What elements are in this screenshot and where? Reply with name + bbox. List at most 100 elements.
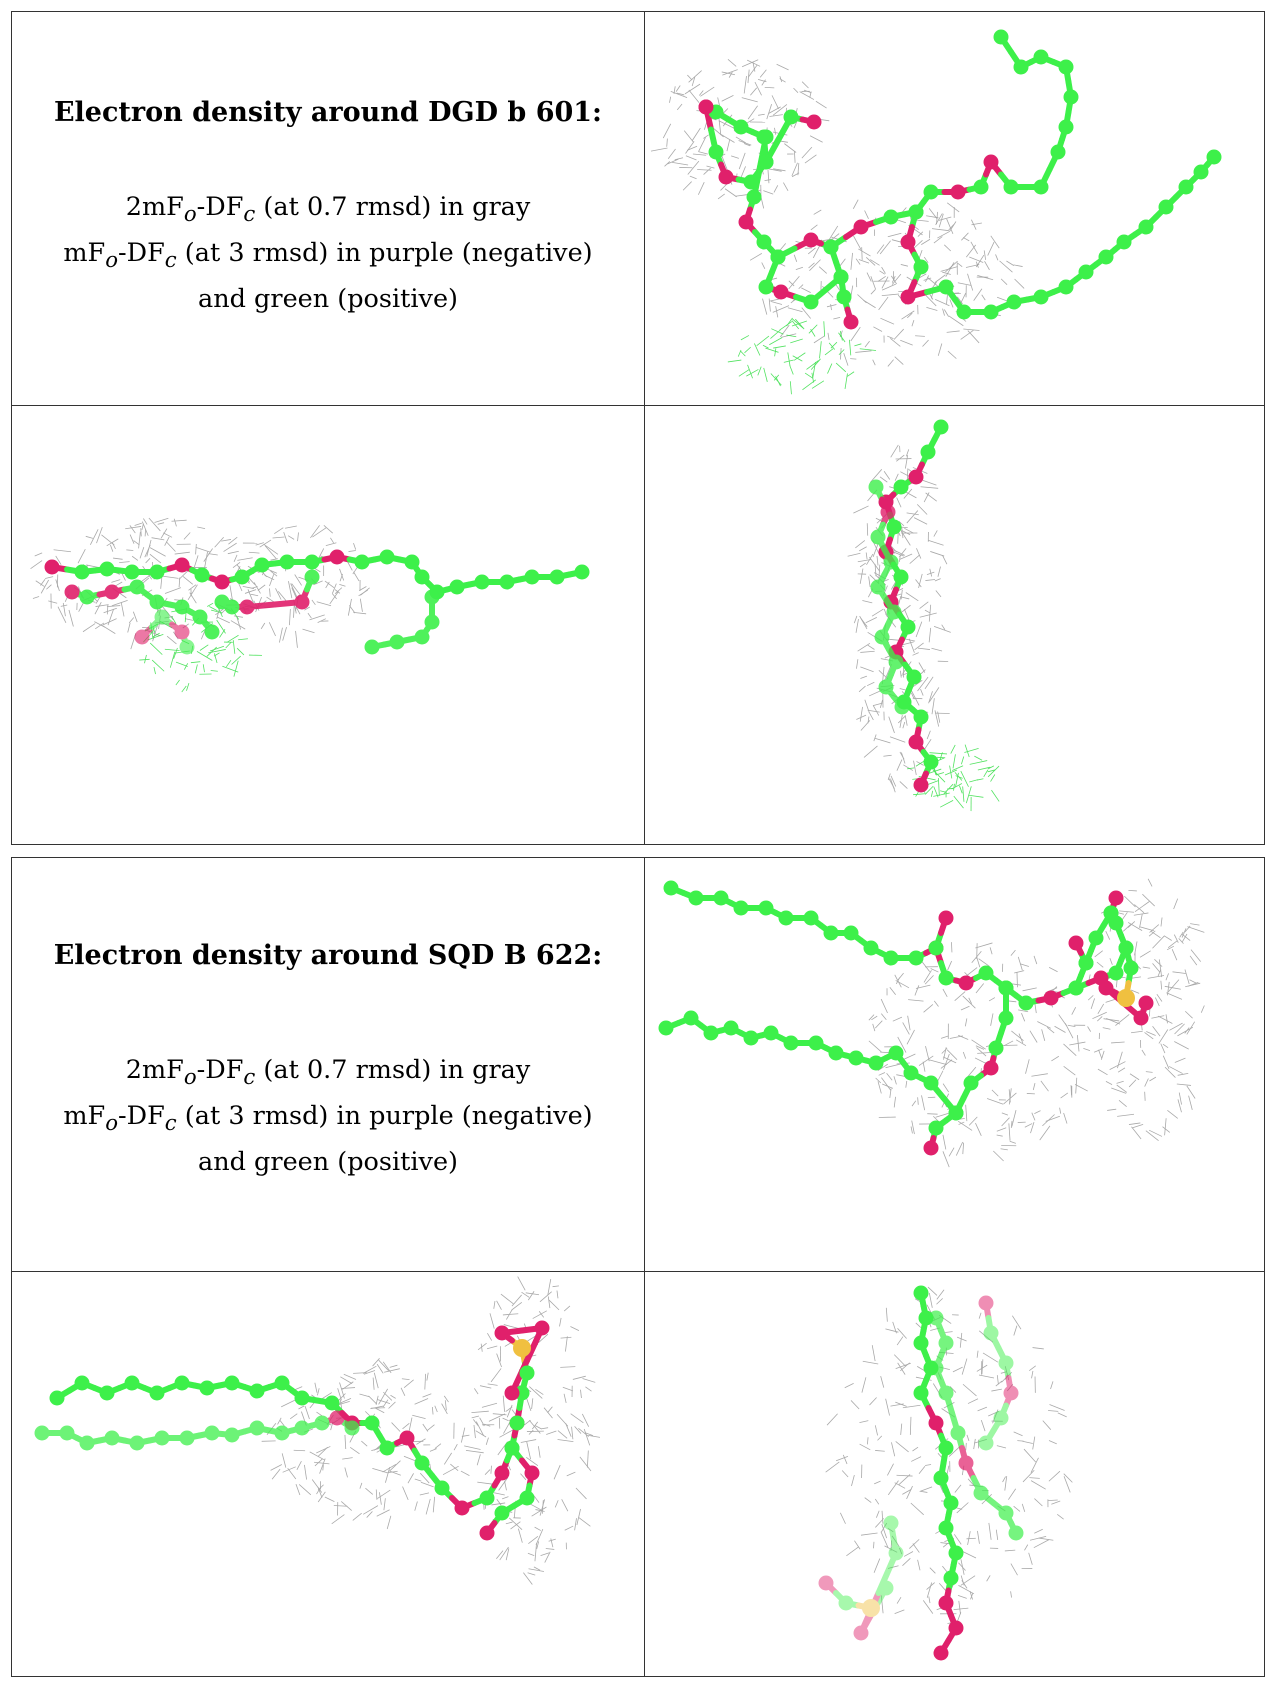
carbon-atom bbox=[414, 629, 430, 645]
oxygen-atom bbox=[900, 289, 916, 305]
carbon-atom bbox=[938, 1335, 954, 1351]
carbon-atom bbox=[234, 569, 250, 585]
carbon-atom bbox=[1158, 199, 1174, 215]
carbon-atom bbox=[928, 1310, 944, 1326]
carbon-atom bbox=[963, 1075, 979, 1091]
carbon-atom bbox=[1098, 249, 1114, 265]
carbon-atom bbox=[938, 1520, 954, 1536]
carbon-atom bbox=[746, 189, 762, 205]
carbon-atom bbox=[658, 1020, 674, 1036]
oxygen-atom bbox=[104, 584, 120, 600]
carbon-atom bbox=[743, 174, 759, 190]
oxygen-atom bbox=[1138, 995, 1154, 1011]
carbon-atom bbox=[993, 29, 1009, 45]
oxygen-atom bbox=[1043, 990, 1059, 1006]
carbon-atom bbox=[688, 890, 704, 906]
oxygen-atom bbox=[454, 1500, 470, 1516]
carbon-atom bbox=[1103, 905, 1119, 921]
carbon-atom bbox=[783, 1035, 799, 1051]
sqd-caption: Electron density around SQD B 622: 2mFo-… bbox=[12, 940, 644, 1181]
carbon-atom bbox=[192, 609, 208, 625]
carbon-atom bbox=[883, 1515, 899, 1531]
carbon-atom bbox=[149, 564, 165, 580]
oxygen-atom bbox=[44, 559, 60, 575]
oxygen-atom bbox=[908, 469, 924, 485]
carbon-atom bbox=[1058, 59, 1074, 75]
carbon-atom bbox=[703, 1025, 719, 1041]
carbon-atom bbox=[923, 754, 939, 770]
oxygen-atom bbox=[853, 219, 869, 235]
oxygen-atom bbox=[880, 504, 896, 520]
electron-density-render bbox=[818, 1285, 1073, 1661]
carbon-atom bbox=[129, 1435, 145, 1451]
oxygen-atom bbox=[1068, 935, 1084, 951]
carbon-atom bbox=[756, 234, 772, 250]
carbon-atom bbox=[324, 1395, 340, 1411]
dgd-view-2 bbox=[12, 407, 644, 846]
carbon-atom bbox=[1050, 144, 1066, 160]
carbon-atom bbox=[1033, 49, 1049, 65]
oxygen-atom bbox=[718, 169, 734, 185]
carbon-atom bbox=[1018, 995, 1034, 1011]
oxygen-atom bbox=[853, 1625, 869, 1641]
ligand-model bbox=[34, 1410, 360, 1451]
sqd-view-2 bbox=[12, 1273, 644, 1678]
carbon-atom bbox=[868, 479, 884, 495]
dgd-map2-text: mFo-DFc (at 3 rmsd) in purple (negative) bbox=[63, 238, 593, 274]
oxygen-atom bbox=[1108, 890, 1124, 906]
carbon-atom bbox=[913, 709, 929, 725]
carbon-atom bbox=[424, 614, 440, 630]
oxygen-atom bbox=[494, 1325, 510, 1341]
carbon-atom bbox=[1108, 965, 1124, 981]
carbon-atom bbox=[733, 119, 749, 135]
oxygen-atom bbox=[843, 314, 859, 330]
sqd-figure-panel: Electron density around SQD B 622: 2mFo-… bbox=[11, 857, 1265, 1677]
ligand-model bbox=[978, 1295, 1019, 1451]
oxygen-atom bbox=[738, 214, 754, 230]
dgd-figure-panel: Electron density around DGD b 601: 2mFo-… bbox=[11, 11, 1265, 845]
carbon-atom bbox=[194, 567, 210, 583]
carbon-atom bbox=[59, 1425, 75, 1441]
carbon-atom bbox=[494, 1505, 510, 1521]
carbon-atom bbox=[913, 259, 929, 275]
oxygen-atom bbox=[978, 1295, 994, 1311]
oxygen-atom bbox=[504, 1385, 520, 1401]
oxygen-atom bbox=[983, 1060, 999, 1076]
density-mesh bbox=[471, 1276, 601, 1585]
carbon-atom bbox=[998, 1505, 1014, 1521]
oxygen-atom bbox=[806, 114, 822, 130]
carbon-atom bbox=[204, 624, 220, 640]
carbon-atom bbox=[274, 1375, 290, 1391]
carbon-atom bbox=[1033, 289, 1049, 305]
carbon-atom bbox=[99, 561, 115, 577]
carbon-atom bbox=[549, 569, 565, 585]
dgd-title: Electron density around DGD b 601: bbox=[53, 97, 603, 128]
carbon-atom bbox=[663, 880, 679, 896]
oxygen-atom bbox=[923, 1140, 939, 1156]
oxygen-atom bbox=[913, 777, 929, 793]
carbon-atom bbox=[1193, 164, 1209, 180]
carbon-atom bbox=[870, 579, 886, 595]
carbon-atom bbox=[933, 1470, 949, 1486]
carbon-atom bbox=[344, 1420, 360, 1436]
carbon-atom bbox=[920, 444, 936, 460]
carbon-atom bbox=[524, 569, 540, 585]
ligand-model bbox=[928, 1310, 1024, 1541]
carbon-atom bbox=[973, 1485, 989, 1501]
panel-divider-horizontal bbox=[12, 405, 1264, 406]
carbon-atom bbox=[1206, 149, 1222, 165]
carbon-atom bbox=[886, 604, 902, 620]
carbon-atom bbox=[908, 204, 924, 220]
oxygen-atom bbox=[928, 1415, 944, 1431]
carbon-atom bbox=[224, 1427, 240, 1443]
oxygen-atom bbox=[524, 1465, 540, 1481]
sqd-map3-text: and green (positive) bbox=[198, 1147, 458, 1178]
carbon-atom bbox=[424, 589, 440, 605]
carbon-atom bbox=[943, 1570, 959, 1586]
oxygen-atom bbox=[958, 1455, 974, 1471]
oxygen-atom bbox=[958, 975, 974, 991]
panel-divider-vertical bbox=[644, 858, 645, 1676]
carbon-atom bbox=[888, 654, 904, 670]
carbon-atom bbox=[778, 910, 794, 926]
density-mesh bbox=[749, 199, 1025, 367]
